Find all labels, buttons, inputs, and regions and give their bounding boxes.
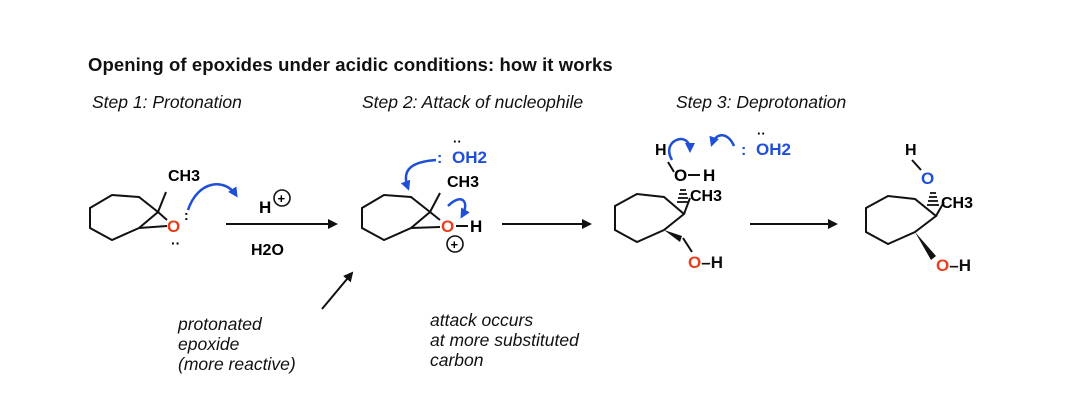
lone-pair-dots: : xyxy=(437,150,442,167)
note-line: carbon xyxy=(430,350,484,370)
curved-arrow-blue xyxy=(668,138,695,161)
methyl-label: CH3 xyxy=(690,188,722,205)
methyl-label: CH3 xyxy=(447,174,479,191)
note-line: (more reactive) xyxy=(178,354,296,374)
hashed-wedge-bond xyxy=(927,192,939,206)
diol-product-molecule xyxy=(865,159,945,246)
curved-arrow-blue xyxy=(400,158,437,191)
ring-to-methyl-bond xyxy=(683,197,691,215)
ring-to-methyl-bond xyxy=(935,201,945,217)
lone-pair-dots: ·· xyxy=(757,126,766,141)
hydroxyl-hydrogen: H xyxy=(905,142,917,159)
cyclohexane-ring xyxy=(865,194,938,246)
oxonium-hydrogen: H xyxy=(655,142,667,159)
water-reagent: H2O xyxy=(251,242,284,259)
epoxide-bond xyxy=(410,226,441,229)
nucleophile-water: OH2 xyxy=(452,148,487,167)
positive-charge-icon xyxy=(446,235,464,253)
lone-pair-dots: ·· xyxy=(453,134,462,149)
solid-wedge-bond xyxy=(915,232,936,260)
proton-label: H xyxy=(259,198,271,217)
cyclohexane-ring xyxy=(89,193,160,242)
plus-sign: + xyxy=(278,191,286,206)
note-protonated-epoxide: protonated epoxide (more reactive) xyxy=(178,314,296,374)
protonated-epoxide-molecule xyxy=(361,192,468,242)
oxonium-hydrogen: H xyxy=(703,166,715,185)
note-line: protonated xyxy=(178,314,262,334)
methyl-label: CH3 xyxy=(941,195,973,212)
epoxide-oxygen: O xyxy=(167,217,180,236)
hydroxyl-hydrogen: H xyxy=(470,217,482,236)
oxonium-intermediate-molecule xyxy=(614,161,700,253)
positive-charge-icon xyxy=(273,189,291,207)
ho-bond xyxy=(911,159,922,171)
ring-to-methyl-bond xyxy=(429,192,441,213)
oxonium-h-bond xyxy=(667,161,675,173)
epoxide-bond xyxy=(429,211,441,221)
step3-label: Step 3: Deprotonation xyxy=(676,92,847,112)
step1-label: Step 1: Protonation xyxy=(92,92,242,112)
hydroxyl-bond xyxy=(682,237,693,253)
plus-sign: + xyxy=(451,237,459,252)
hydroxyl-group: O–H xyxy=(688,253,723,272)
cyclohexane-ring xyxy=(614,192,686,244)
note-line: at more substituted xyxy=(430,330,579,350)
lone-pair-dots: ·· xyxy=(171,235,180,251)
curved-arrow-blue xyxy=(447,198,470,219)
lone-pair-dots: : xyxy=(184,207,189,223)
pointer-arrow xyxy=(321,271,354,310)
oxonium-oxygen: O xyxy=(674,166,687,185)
solid-wedge-bond xyxy=(664,230,682,242)
curved-arrow-blue xyxy=(709,134,736,147)
figure-title: Opening of epoxides under acidic conditi… xyxy=(88,54,613,75)
epoxide-bond xyxy=(157,211,168,221)
lone-pair-dots: : xyxy=(741,142,746,159)
hashed-wedge-bond xyxy=(677,189,689,203)
epoxide-bond xyxy=(138,225,168,229)
base-water: OH2 xyxy=(756,140,791,159)
curved-arrow-blue xyxy=(186,183,238,211)
note-line: epoxide xyxy=(178,334,240,354)
ring-to-methyl-bond xyxy=(157,191,167,213)
epoxide-molecule xyxy=(89,191,168,242)
note-line: attack occurs xyxy=(430,310,534,330)
hydroxyl-oxygen-new: O xyxy=(921,169,934,188)
hydroxyl-group: O–H xyxy=(936,256,971,275)
note-attack: attack occurs at more substituted carbon xyxy=(430,310,579,370)
step2-label: Step 2: Attack of nucleophile xyxy=(362,92,584,112)
methyl-label: CH3 xyxy=(168,168,200,185)
protonated-oxygen: O xyxy=(441,217,454,236)
cyclohexane-ring xyxy=(361,193,432,242)
